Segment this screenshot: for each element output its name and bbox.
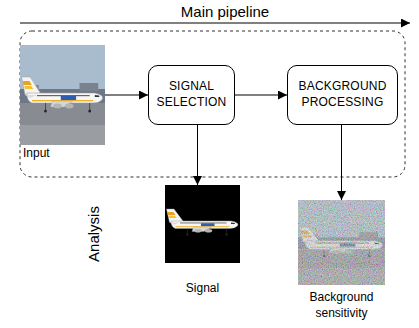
pipeline-title: Main pipeline bbox=[181, 3, 269, 21]
image-caption: Background sensitivity bbox=[290, 290, 393, 321]
flow-arrow bbox=[341, 125, 342, 200]
flow-arrow bbox=[197, 125, 198, 185]
image-panel: Signal bbox=[160, 185, 245, 297]
process-label: SIGNAL SELECTION bbox=[155, 79, 228, 110]
signal-photo-ground bbox=[165, 185, 240, 263]
process-label: BACKGROUND PROCESSING bbox=[294, 79, 391, 110]
signal-photo bbox=[167, 209, 238, 236]
process-box: BACKGROUND PROCESSING bbox=[287, 65, 398, 125]
pipeline-arrow bbox=[20, 23, 410, 24]
flow-arrow bbox=[235, 95, 287, 96]
image-caption: Signal bbox=[160, 281, 245, 297]
background-photo bbox=[298, 200, 385, 285]
image-panel: Input bbox=[20, 45, 105, 162]
image-panel: Background sensitivity bbox=[290, 200, 393, 321]
pipeline-frame bbox=[20, 31, 405, 177]
flow-arrow bbox=[105, 95, 148, 96]
process-box: SIGNAL SELECTION bbox=[148, 65, 235, 125]
image-caption: Input bbox=[20, 146, 105, 162]
input-photo bbox=[20, 45, 105, 145]
noise-overlay bbox=[298, 200, 385, 285]
section-label: Analysis bbox=[85, 206, 103, 262]
